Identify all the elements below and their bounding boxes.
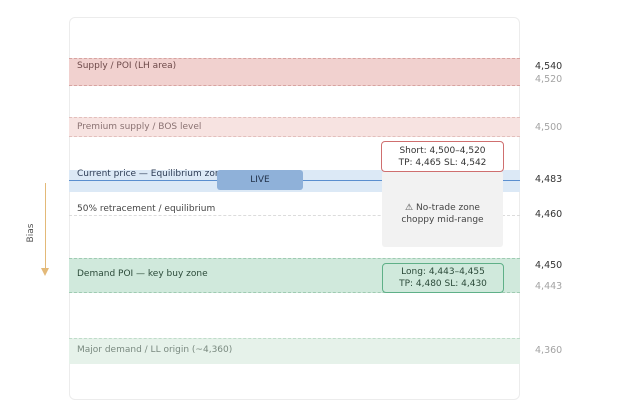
bias-label: Bias	[26, 223, 36, 243]
long-entry-text: Long: 4,443–4,455	[401, 267, 485, 277]
major-demand-zone: Major demand / LL origin (~4,360)	[69, 338, 520, 364]
bias-arrow-shaft	[45, 183, 46, 271]
retracement-line	[69, 215, 520, 216]
price-label-4360: 4,360	[535, 345, 563, 356]
no-trade-subtitle: choppy mid-range	[401, 215, 484, 225]
warning-icon: ⚠	[405, 203, 414, 213]
price-label-4460: 4,460	[535, 209, 563, 220]
short-trade-box: Short: 4,500–4,520 TP: 4,465 SL: 4,542	[381, 141, 504, 172]
long-targets-text: TP: 4,480 SL: 4,430	[399, 279, 487, 289]
supply-poi-label: Supply / POI (LH area)	[77, 61, 177, 71]
premium-supply-zone: Premium supply / BOS level	[69, 117, 520, 137]
major-demand-label: Major demand / LL origin (~4,360)	[77, 345, 233, 355]
live-badge: LIVE	[217, 170, 303, 190]
price-label-4520: 4,520	[535, 74, 563, 85]
price-label-4443: 4,443	[535, 281, 563, 292]
current-price-label: Current price — Equilibrium zone	[77, 169, 227, 179]
retracement-label: 50% retracement / equilibrium	[77, 204, 216, 214]
supply-poi-zone: Supply / POI (LH area)	[69, 58, 520, 86]
short-targets-text: TP: 4,465 SL: 4,542	[398, 158, 487, 168]
price-label-4450: 4,450	[535, 260, 563, 271]
live-badge-text: LIVE	[250, 175, 270, 185]
no-trade-title: No-trade zone	[415, 203, 480, 213]
demand-poi-label: Demand POI — key buy zone	[77, 269, 208, 279]
price-label-4540: 4,540	[535, 61, 563, 72]
no-trade-zone-box: ⚠ No-trade zone choppy mid-range	[382, 171, 503, 247]
price-label-4483: 4,483	[535, 174, 563, 185]
long-trade-box: Long: 4,443–4,455 TP: 4,480 SL: 4,430	[382, 263, 504, 293]
arrow-down-icon	[41, 268, 49, 276]
premium-supply-label: Premium supply / BOS level	[77, 122, 202, 132]
short-entry-text: Short: 4,500–4,520	[399, 146, 486, 156]
price-label-4500: 4,500	[535, 122, 563, 133]
